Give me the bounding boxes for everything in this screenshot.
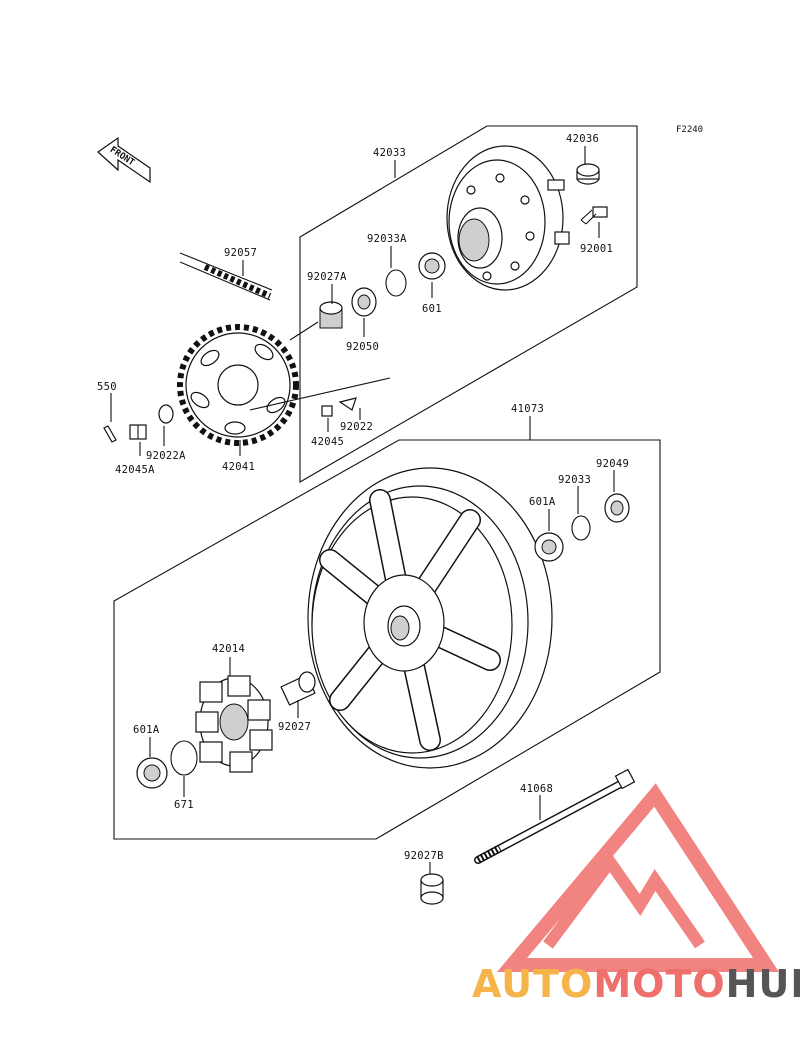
label-41068: 41068 [520,783,553,795]
sprocket-hub-flange [446,145,570,291]
cotter-pin [103,425,117,443]
rear-wheel [307,467,553,769]
label-92027a: 92027A [307,271,347,283]
svg-text:AUTOMOTOHUB: AUTOMOTOHUB [472,962,800,1006]
label-92001: 92001 [580,243,613,255]
circlip-upper [385,269,407,297]
drive-chain [179,252,273,301]
oil-seal-92050 [351,287,377,317]
part-labels: 42033 42036 92001 92033A 92057 92027A 60… [97,133,629,862]
label-42045: 42045 [311,436,344,448]
label-42045a: 42045A [115,464,155,476]
wheel-group-frame [113,439,661,840]
figure-code: F2240 [676,125,703,135]
stud-line [249,377,391,411]
watermark-text: AUTOMOTOHUB [472,962,800,1006]
label-92057: 92057 [224,247,257,259]
collar-92027b [420,873,444,905]
label-42033: 42033 [373,147,406,159]
collar-92027a [319,301,343,329]
label-601a-bottom: 601A [133,724,160,736]
label-42041: 42041 [222,461,255,473]
washer-92022a [158,404,174,424]
hub-collar [576,163,600,185]
rear-sprocket [177,324,299,446]
leader-lines [110,146,615,874]
label-92050: 92050 [346,341,379,353]
hub-damper [195,675,273,773]
label-41073: 41073 [511,403,544,415]
collar-92027 [280,671,316,706]
label-92033: 92033 [558,474,591,486]
label-671: 671 [174,799,194,811]
bearing-601a-left [136,757,168,789]
label-92033a: 92033A [367,233,407,245]
lockwasher-92022 [338,397,357,411]
circlip-92033 [571,515,591,541]
label-92022a: 92022A [146,450,186,462]
label-601: 601 [422,303,442,315]
o-ring-671 [170,740,198,776]
castle-nut [129,424,147,440]
bearing-601 [418,252,446,280]
watermark-logo-icon [496,783,779,972]
bearing-601a-right [534,532,564,562]
nut-42045 [321,405,333,417]
label-92027b: 92027B [404,850,444,862]
label-42036: 42036 [566,133,599,145]
seal-92049 [604,493,630,523]
label-550: 550 [97,381,117,393]
axis-line [289,321,319,341]
label-92027: 92027 [278,721,311,733]
front-arrow-icon: FRONT [97,136,151,184]
hub-group-frame [299,125,638,483]
label-92049: 92049 [596,458,629,470]
label-92022: 92022 [340,421,373,433]
label-601a-top: 601A [529,496,556,508]
hub-bolt [580,206,608,225]
rear-axle [474,768,636,864]
label-42014: 42014 [212,643,245,655]
